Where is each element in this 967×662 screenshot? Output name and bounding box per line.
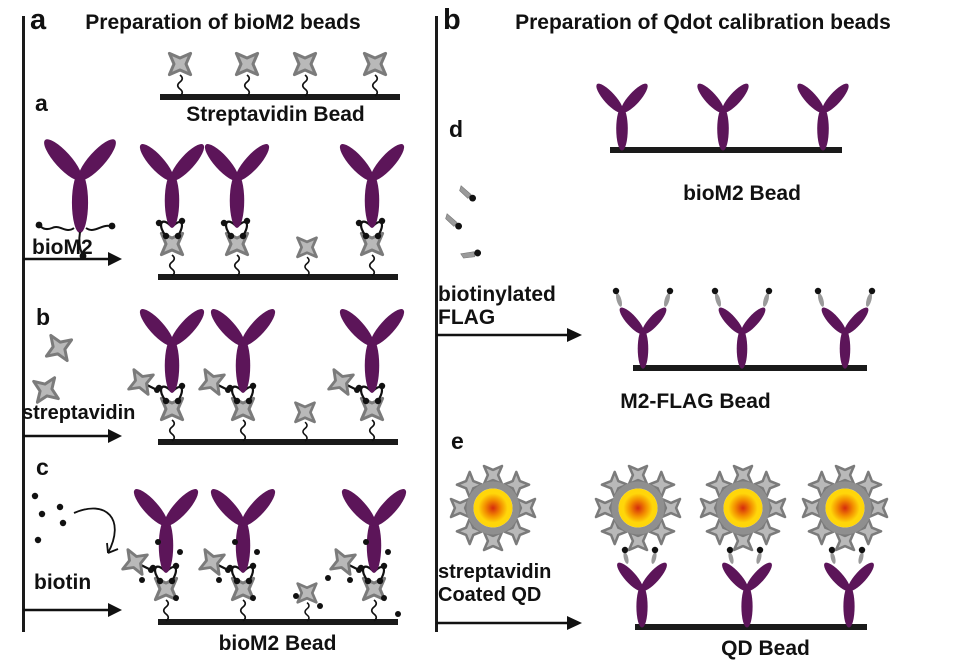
streptavidin-icon [169, 53, 190, 96]
streptavidin-icon [298, 584, 317, 621]
antibody-icon [693, 80, 753, 151]
antibody-flag-complex [815, 288, 875, 369]
reagent-qd-label: streptavidin Coated QD [438, 561, 551, 607]
left-panel-border [22, 16, 25, 632]
right-panel-border [435, 16, 438, 632]
reagent-streptavidin-label: streptavidin [22, 402, 136, 424]
biom2-coupled-bead-diagram [150, 132, 410, 280]
biom2-bead-diagram [150, 478, 420, 625]
streptavidin-icon [295, 403, 314, 441]
reagent-qd-line1: streptavidin [438, 561, 552, 583]
right-panel-letter: b [443, 4, 461, 36]
left-panel-letter: a [30, 4, 47, 36]
m2-flag-bead-label: M2-FLAG Bead [620, 390, 771, 413]
reagent-flag-label: biotinylated FLAG [438, 283, 556, 329]
step-a-letter: a [35, 90, 48, 116]
qd-step-arrow [436, 616, 582, 630]
reagent-biom2-label: bioM2 [32, 236, 93, 259]
antibody-streptavidin-complex [200, 485, 280, 621]
streptavidin-icon [236, 53, 257, 96]
antibody-streptavidin-complex [200, 305, 280, 441]
biotin-step-arrow [23, 603, 122, 617]
free-biom2-antibody-icon [35, 134, 121, 260]
antibody-streptavidin-complex [329, 305, 409, 441]
left-panel-title: Preparation of bioM2 beads [85, 11, 361, 34]
reagent-biotin-label: biotin [34, 571, 92, 594]
step-b-letter: b [36, 304, 51, 330]
streptavidin-icon [364, 53, 385, 96]
biom2-bead-right-label: bioM2 Bead [683, 182, 801, 205]
free-streptavidin-icons [32, 333, 74, 404]
qd-antibody-complex [803, 466, 887, 628]
free-quantum-dot-icon [438, 455, 550, 565]
antibody-streptavidin-complex [335, 140, 408, 276]
qd-antibody-complex [701, 466, 785, 628]
antibody-icon [592, 80, 652, 151]
streptavidin-step-arrow [23, 429, 122, 443]
qd-bead-label: QD Bead [721, 637, 810, 660]
biom2-bead-right-diagram [592, 80, 853, 153]
antibody-streptavidin-complex [331, 485, 411, 621]
qd-antibody-complex [596, 466, 680, 628]
streptavidin-bead-label: Streptavidin Bead [186, 103, 365, 126]
flag-step-arrow [436, 328, 582, 342]
m2-flag-bead-diagram [600, 288, 890, 371]
streptavidin-icon [297, 238, 316, 276]
free-biotin-dots [31, 492, 67, 544]
antibody-icon [793, 80, 853, 151]
antibody-streptavidin-complex [200, 140, 273, 276]
biotinylated-flag-peptide-icons [442, 185, 483, 263]
reagent-flag-line2: FLAG [438, 306, 496, 329]
streptavidin-icon [294, 53, 315, 96]
reagent-flag-line1: biotinylated [438, 283, 556, 306]
antibody-flag-complex [613, 288, 673, 369]
biotin-curved-arrow [73, 507, 119, 554]
biom2-bead-label: bioM2 Bead [218, 632, 337, 655]
antibody-flag-complex [712, 288, 772, 369]
step-c-letter: c [36, 454, 49, 480]
reagent-qd-line2: Coated QD [438, 584, 542, 606]
streptavidin-capped-bead-diagram [150, 300, 410, 445]
biom2-step-arrow [23, 252, 122, 266]
step-d-letter: d [449, 116, 464, 142]
right-panel-title: Preparation of Qdot calibration beads [515, 11, 891, 34]
antibody-streptavidin-complex [129, 305, 209, 441]
qd-bead-diagram [596, 452, 890, 630]
antibody-streptavidin-complex [135, 140, 208, 276]
step-e-letter: e [451, 428, 464, 454]
streptavidin-bead-diagram [160, 44, 400, 100]
